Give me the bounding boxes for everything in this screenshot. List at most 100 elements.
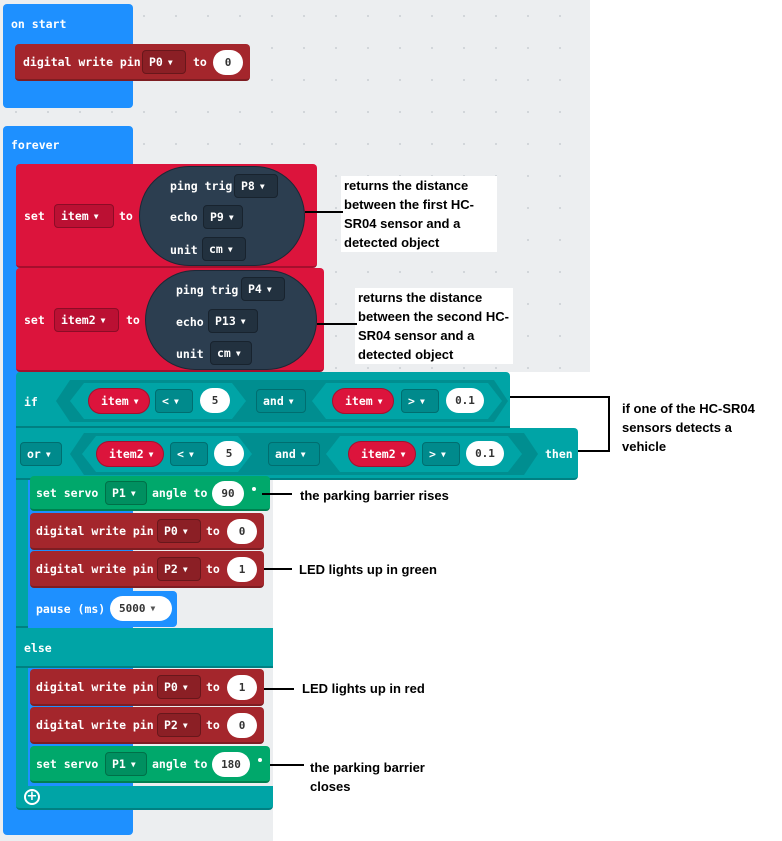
set-servo-block-else[interactable]: set servo P1▼ angle to 180: [30, 746, 270, 783]
pin-dropdown[interactable]: P0▼: [157, 519, 201, 543]
digital-write-label: digital write pin: [36, 718, 154, 732]
to-label: to: [206, 524, 220, 538]
value-input[interactable]: 1: [227, 557, 257, 582]
operator-dropdown[interactable]: <▼: [155, 389, 193, 413]
chevron-down-icon: ▼: [235, 349, 241, 358]
or-dropdown[interactable]: or▼: [20, 442, 62, 466]
echo-pin-dropdown[interactable]: P9▼: [203, 205, 243, 229]
chevron-down-icon: ▼: [188, 450, 194, 459]
number-input[interactable]: 5: [200, 388, 230, 413]
if-label: if: [24, 395, 38, 409]
chevron-down-icon: ▼: [130, 489, 136, 498]
to-label: to: [119, 209, 133, 223]
servo-pin-dropdown[interactable]: P1▼: [105, 752, 147, 776]
angle-to-label: angle to: [152, 757, 208, 771]
angle-input[interactable]: 90: [212, 481, 244, 506]
operator-dropdown[interactable]: >▼: [422, 442, 460, 466]
on-start-label: on start: [11, 17, 67, 31]
on-start-digital-write-block[interactable]: digital write pin P0▼ to 0: [15, 44, 250, 81]
chevron-down-icon: ▼: [45, 450, 51, 459]
variable-item2[interactable]: item2▼: [348, 441, 416, 467]
number-input[interactable]: 0.1: [466, 441, 504, 466]
chevron-down-icon: ▼: [148, 450, 154, 459]
and-dropdown[interactable]: and▼: [268, 442, 320, 466]
annotation-line: [262, 493, 292, 495]
if-block-footer[interactable]: [16, 786, 273, 810]
value-input[interactable]: 1: [227, 675, 257, 700]
annotation-barrier-closes: the parking barrier closes: [310, 760, 425, 794]
pin-dropdown[interactable]: P2▼: [157, 557, 201, 581]
number-input[interactable]: 0.1: [446, 388, 484, 413]
digital-write-block-else-2[interactable]: digital write pin P2▼ to 0: [30, 707, 264, 744]
pin-dropdown[interactable]: P0▼: [157, 675, 201, 699]
set-servo-label: set servo: [36, 486, 99, 500]
chevron-down-icon: ▼: [150, 604, 156, 613]
annotation-line: [270, 764, 304, 766]
to-label: to: [126, 313, 140, 327]
pin-dropdown[interactable]: P0▼: [142, 50, 186, 74]
annotation-bracket-bottom: [578, 450, 610, 452]
digital-write-block-then-1[interactable]: digital write pin P0▼ to 0: [30, 513, 264, 550]
value-input[interactable]: 0: [227, 519, 257, 544]
pin-dropdown[interactable]: P2▼: [157, 713, 201, 737]
ping-block-1[interactable]: ping trig P8▼ echo P9▼ unit cm▼: [139, 166, 305, 266]
trig-pin-dropdown[interactable]: P4▼: [241, 277, 285, 301]
operator-dropdown[interactable]: >▼: [401, 389, 439, 413]
digital-write-label: digital write pin: [36, 524, 154, 538]
degree-icon: [258, 758, 262, 762]
servo-pin-dropdown[interactable]: P1▼: [105, 481, 147, 505]
chevron-down-icon: ▼: [130, 760, 136, 769]
to-label: to: [193, 55, 207, 69]
chevron-down-icon: ▼: [228, 213, 234, 222]
variable-item[interactable]: item▼: [88, 388, 150, 414]
chevron-down-icon: ▼: [400, 450, 406, 459]
to-label: to: [206, 562, 220, 576]
set-label: set: [24, 209, 45, 223]
if-block-spine-else: [16, 668, 28, 788]
annotation-led-red: LED lights up in red: [302, 681, 425, 696]
variable-dropdown-item[interactable]: item▼: [54, 204, 114, 228]
number-input[interactable]: 5: [214, 441, 244, 466]
chevron-down-icon: ▼: [440, 450, 446, 459]
chevron-down-icon: ▼: [182, 527, 188, 536]
trig-pin-dropdown[interactable]: P8▼: [234, 174, 278, 198]
digital-write-label: digital write pin: [36, 680, 154, 694]
chevron-down-icon: ▼: [259, 182, 265, 191]
value-input[interactable]: 0: [213, 50, 243, 75]
unit-dropdown[interactable]: cm▼: [202, 237, 246, 261]
chevron-down-icon: ▼: [227, 245, 233, 254]
pause-duration-dropdown[interactable]: 5000▼: [110, 596, 172, 621]
and-dropdown[interactable]: and▼: [256, 389, 306, 413]
operator-dropdown[interactable]: <▼: [170, 442, 208, 466]
value-input[interactable]: 0: [227, 713, 257, 738]
forever-label: forever: [11, 138, 60, 152]
digital-write-block-then-2[interactable]: digital write pin P2▼ to 1: [30, 551, 264, 588]
digital-write-label: digital write pin: [36, 562, 154, 576]
else-row[interactable]: [16, 628, 273, 668]
chevron-down-icon: ▼: [100, 316, 106, 325]
digital-write-block-else-1[interactable]: digital write pin P0▼ to 1: [30, 669, 264, 706]
ping-trig-label: ping trig: [170, 179, 233, 193]
ping-block-2[interactable]: ping trig P4▼ echo P13▼ unit cm▼: [145, 270, 317, 370]
annotation-condition: if one of the HC-SR04 sensors detects a …: [622, 401, 755, 454]
variable-dropdown-item2[interactable]: item2▼: [54, 308, 119, 332]
unit-dropdown[interactable]: cm▼: [210, 341, 252, 365]
annotation-barrier-rises: the parking barrier rises: [300, 488, 449, 503]
variable-item2[interactable]: item2▼: [96, 441, 164, 467]
if-block-spine-then: [16, 480, 28, 628]
variable-item[interactable]: item▼: [332, 388, 394, 414]
unit-label: unit: [170, 243, 198, 257]
to-label: to: [206, 680, 220, 694]
echo-label: echo: [170, 210, 198, 224]
set-servo-block-then[interactable]: set servo P1▼ angle to 90: [30, 476, 270, 511]
chevron-down-icon: ▼: [173, 397, 179, 406]
pause-block[interactable]: pause (ms) 5000▼: [30, 591, 177, 627]
chevron-down-icon: ▼: [182, 683, 188, 692]
chevron-down-icon: ▼: [167, 58, 173, 67]
angle-input[interactable]: 180: [212, 752, 250, 777]
add-else-if-icon[interactable]: +: [24, 789, 40, 805]
annotation-line: [264, 568, 292, 570]
chevron-down-icon: ▼: [300, 450, 306, 459]
echo-pin-dropdown[interactable]: P13▼: [208, 309, 258, 333]
chevron-down-icon: ▼: [93, 212, 99, 221]
